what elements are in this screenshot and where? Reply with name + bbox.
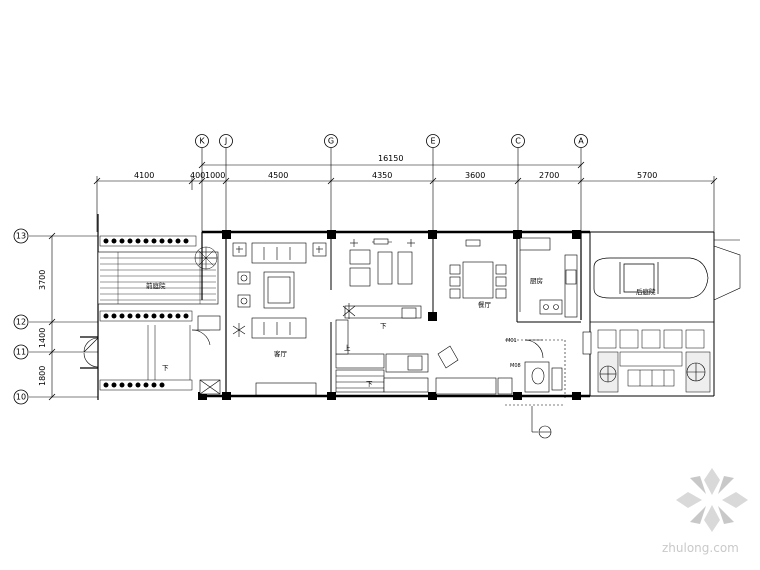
dimension-seg-1: 4100 <box>134 171 154 180</box>
axis-bubble-13: 13 <box>13 228 29 244</box>
stair-label-down-2: 下 <box>380 322 387 330</box>
stair-label-down-3: 下 <box>366 380 373 388</box>
dimension-left-3: 1800 <box>38 366 47 386</box>
axis-label-c: C <box>515 137 521 146</box>
axis-lines-top <box>201 148 582 232</box>
axis-lines-left <box>29 232 98 401</box>
watermark-logo <box>676 468 748 532</box>
axis-label-e: E <box>430 137 435 146</box>
axis-label-a: A <box>578 137 584 146</box>
dimension-left-1: 3700 <box>38 270 47 290</box>
stair-label-up: 上 <box>344 343 351 352</box>
axis-bubble-j: J <box>219 134 233 148</box>
dimension-seg-5: 4350 <box>372 171 392 180</box>
entry-door <box>191 315 221 395</box>
stair-label-down-1: 下 <box>162 364 169 372</box>
axis-bubble-k: K <box>195 134 209 148</box>
dimension-total-text: 16150 <box>378 154 403 163</box>
garden-paving <box>597 329 711 393</box>
dimension-seg-7: 2700 <box>539 171 559 180</box>
room-label-kitchen: 厨房 <box>530 276 543 285</box>
dimension-total: 16150 <box>198 154 585 169</box>
plant-icon <box>232 323 246 337</box>
car-icon <box>593 257 709 299</box>
axis-label-k: K <box>199 137 205 146</box>
dimension-seg-6: 3600 <box>465 171 485 180</box>
room-label-front-garden: 前庭院 <box>146 281 166 290</box>
axis-label-j: J <box>224 137 227 146</box>
plant-icon <box>194 246 218 270</box>
axis-label-g: G <box>328 137 334 146</box>
section-marker <box>531 406 552 439</box>
axis-bubbles-left: 13 12 11 10 <box>13 228 29 405</box>
dimension-segments: 4100 400 1000 4500 4350 3600 2700 5700 <box>93 171 718 232</box>
back-garden <box>590 231 741 397</box>
bathroom <box>524 331 592 393</box>
plant-icon <box>342 303 356 319</box>
front-garden: 前庭院 下 <box>80 214 219 400</box>
axis-bubbles-top: K J G E C A <box>195 134 588 148</box>
room-label-back-garden: 后庭院 <box>636 287 656 296</box>
dimension-seg-8: 5700 <box>637 171 657 180</box>
plant-icon <box>599 362 706 383</box>
axis-bubble-11: 11 <box>13 344 29 360</box>
dimension-seg-3: 1000 <box>205 171 225 180</box>
axis-label-11: 11 <box>16 348 26 357</box>
mark-m08: M08 <box>510 363 521 369</box>
room-label-dining: 餐厅 <box>478 300 492 309</box>
axis-label-10: 10 <box>16 393 26 402</box>
kitchen <box>519 237 578 318</box>
axis-bubble-e: E <box>426 134 440 148</box>
axis-bubble-a: A <box>574 134 588 148</box>
dimension-seg-4: 4500 <box>268 171 288 180</box>
axis-bubble-g: G <box>324 134 338 148</box>
structural-columns <box>198 230 581 400</box>
entry-gate <box>80 336 99 369</box>
axis-label-13: 13 <box>16 232 26 241</box>
dimension-left-2: 1400 <box>38 328 47 348</box>
axis-label-12: 12 <box>16 318 26 327</box>
axis-bubble-c: C <box>511 134 525 148</box>
mark-m01: M01 <box>506 338 517 344</box>
living-room <box>232 242 327 396</box>
dining-room <box>435 239 513 395</box>
room-label-living: 客厅 <box>274 349 288 358</box>
building-walls <box>201 230 591 406</box>
dimension-seg-2: 400 <box>190 171 205 180</box>
axis-bubble-10: 10 <box>13 389 29 405</box>
watermark-text: zhulong.com <box>662 541 739 555</box>
axis-bubble-12: 12 <box>13 314 29 330</box>
dimensions-left: 3700 1400 1800 <box>38 270 47 386</box>
lounge-area <box>335 238 429 393</box>
